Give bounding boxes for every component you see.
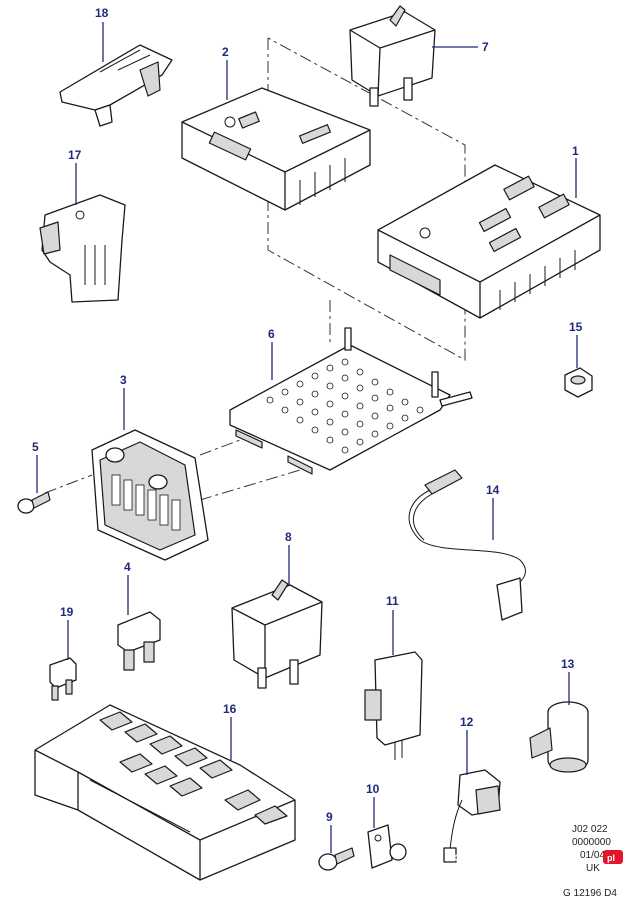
part-13-actuator (529, 701, 589, 773)
drawing-reference-codes: J02 022 0000000 01/04 UK G 12196 D4 (563, 824, 617, 899)
callout-16: 16 (223, 702, 237, 716)
part-5-screw (17, 491, 51, 514)
callout-2: 2 (222, 45, 229, 59)
part-3-connector-block (91, 429, 209, 561)
part-12-sensor (443, 769, 501, 863)
part-19-mini-fuse (49, 657, 77, 701)
code-line-3: 01/04 (580, 850, 605, 861)
callout-4: 4 (124, 560, 131, 574)
watermark: Sprzedajemy pl (452, 850, 623, 870)
part-17-bracket-plate (39, 194, 126, 303)
callout-12: 12 (460, 715, 474, 729)
callout-1: 1 (572, 144, 579, 158)
callout-18: 18 (95, 6, 109, 20)
callout-8: 8 (285, 530, 292, 544)
callout-9: 9 (326, 810, 333, 824)
code-line-1: J02 022 (572, 824, 608, 835)
part-4-blade-fuse (117, 611, 161, 671)
leader-lines (36, 22, 578, 853)
callout-14: 14 (486, 483, 500, 497)
callout-7: 7 (482, 40, 489, 54)
part-8-relay (231, 579, 323, 689)
watermark-suffix: pl (607, 853, 615, 863)
callout-numbers: 18 2 7 1 17 15 6 3 5 14 8 4 19 11 13 16 … (32, 6, 583, 824)
part-1-main-housing (377, 164, 601, 319)
part-14-sensor-cable (408, 469, 526, 621)
part-2-upper-housing (181, 87, 371, 211)
callout-6: 6 (268, 327, 275, 341)
watermark-text: Sprzedajemy (452, 851, 557, 870)
part-15-nut (564, 367, 593, 398)
part-9-screw (318, 847, 355, 871)
part-16-lower-box (34, 704, 296, 881)
callout-19: 19 (60, 605, 74, 619)
callout-5: 5 (32, 440, 39, 454)
code-line-4: UK (586, 863, 600, 874)
code-line-5: G 12196 D4 (563, 888, 617, 899)
callout-10: 10 (366, 782, 380, 796)
part-6-circuit-plate (229, 327, 473, 475)
code-line-2: 0000000 (572, 837, 611, 848)
part-18-clip-bracket (59, 44, 173, 127)
callout-3: 3 (120, 373, 127, 387)
callout-13: 13 (561, 657, 575, 671)
callout-11: 11 (386, 594, 399, 608)
part-10-sensor-bracket (367, 824, 407, 869)
callout-17: 17 (68, 148, 82, 162)
part-7-relay (349, 5, 436, 107)
part-11-module (364, 651, 423, 760)
watermark-badge (603, 850, 623, 864)
callout-15: 15 (569, 320, 583, 334)
